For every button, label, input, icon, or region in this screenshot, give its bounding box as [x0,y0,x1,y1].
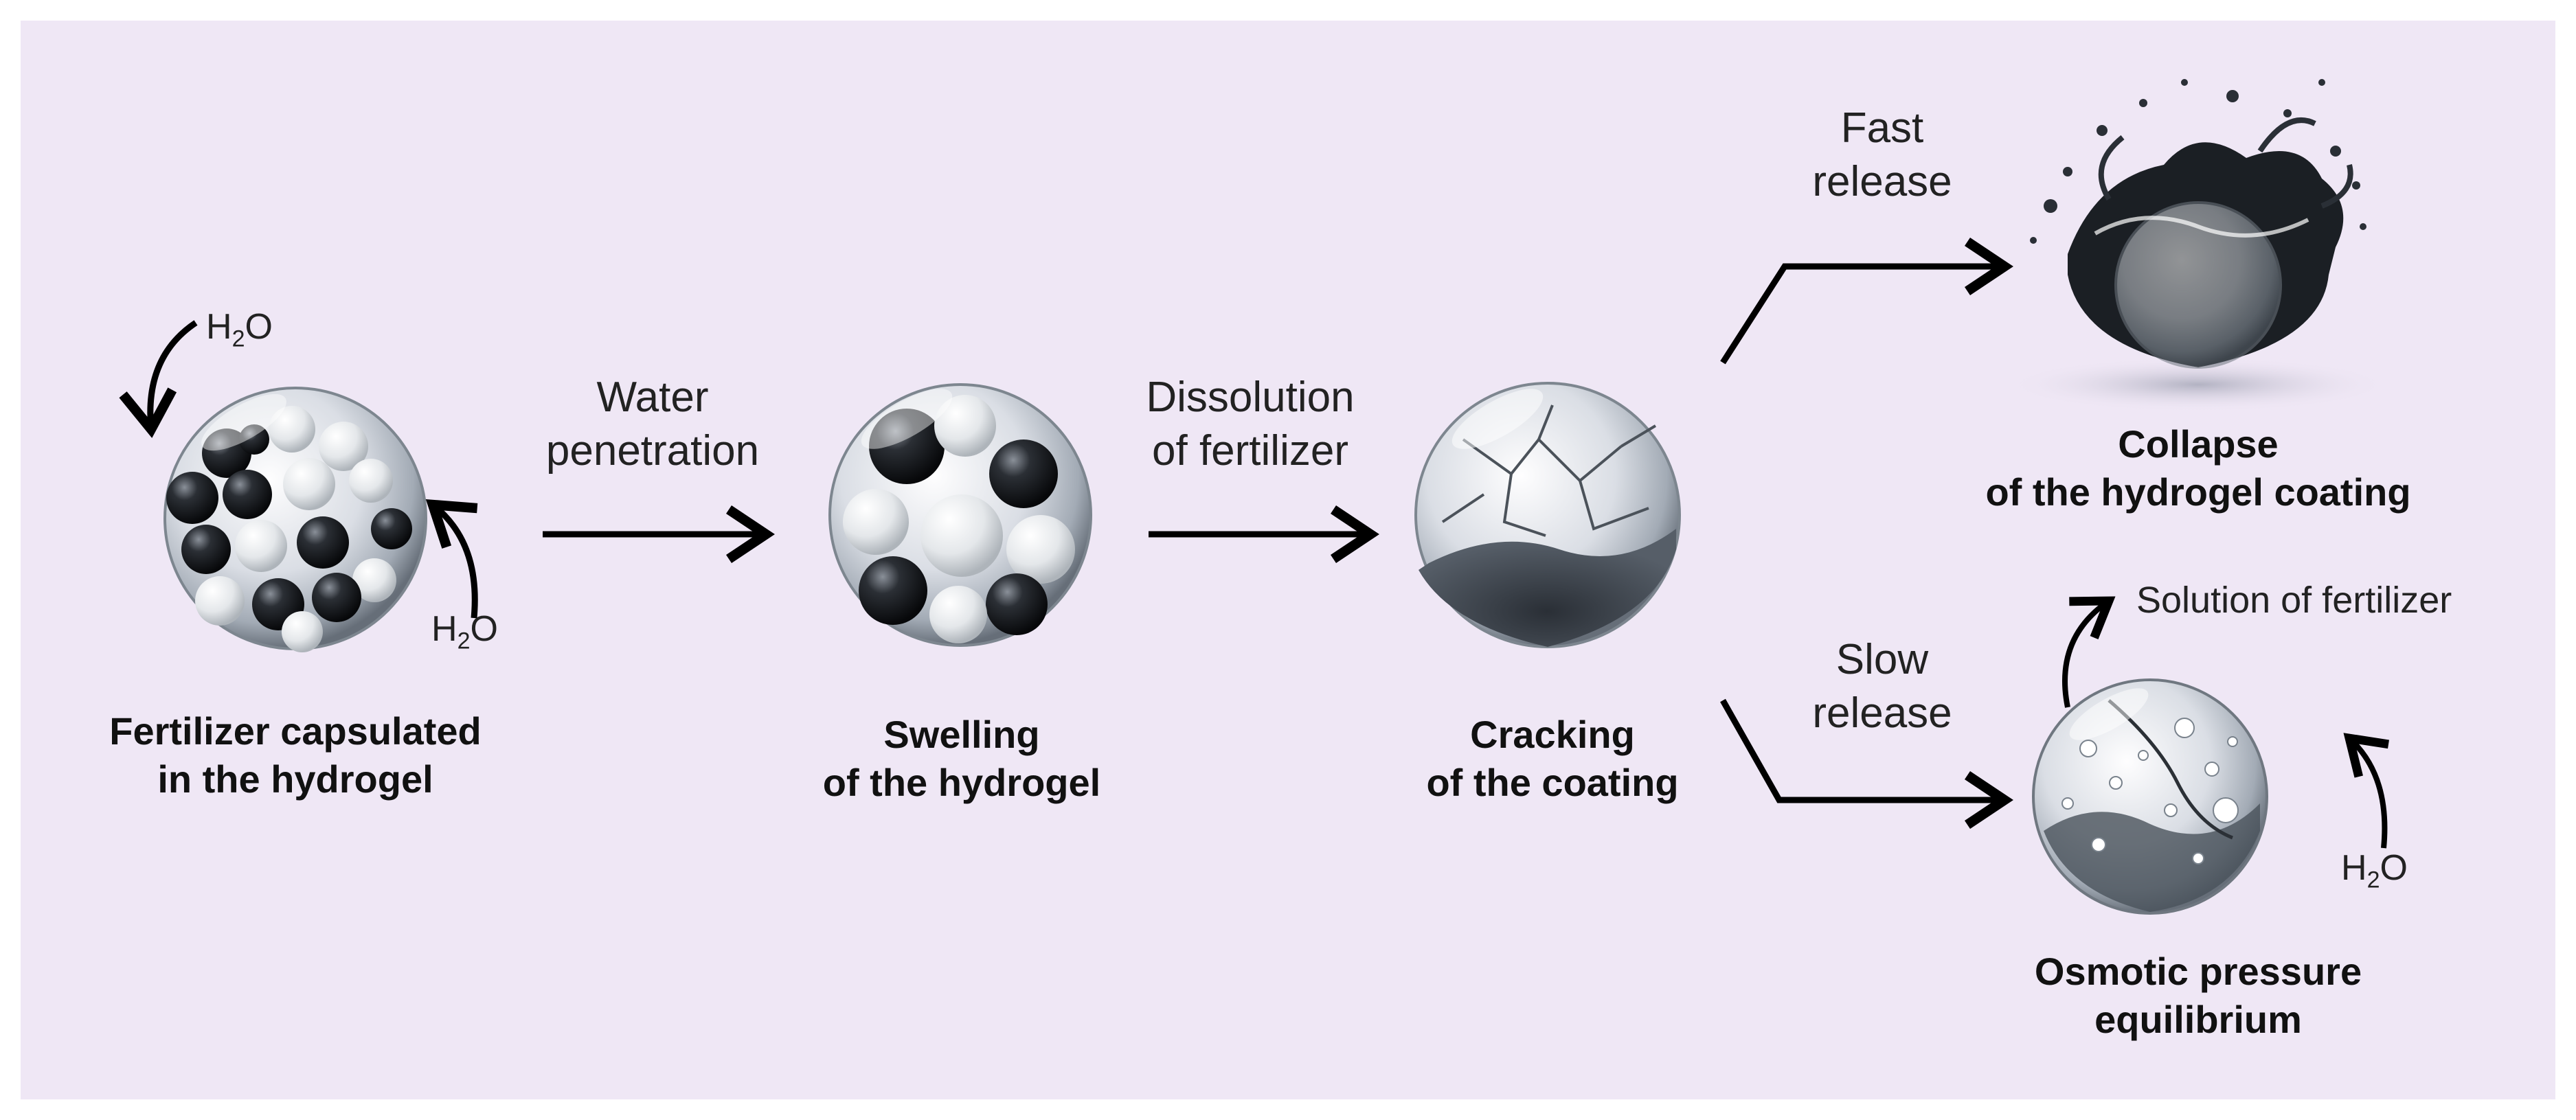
curved-arrow-solution-out [2062,596,2116,708]
h2o-label-bottom: H2O [431,609,498,654]
osmotic-sphere-illustration [2032,678,2268,915]
curved-arrow-h2o-in-bottom [425,499,478,619]
arrow-slow-release [1720,698,2013,829]
swelling-sphere-illustration [828,383,1092,647]
curved-arrow-h2o-in-top [119,320,198,438]
arrow-fast-release [1720,238,2013,365]
solution-of-fertilizer-label: Solution of fertilizer [2136,580,2452,621]
h2o-label-osmotic: H2O [2341,848,2408,893]
h2o-label-top: H2O [206,307,273,352]
curved-arrow-h2o-in-osmotic [2343,733,2389,849]
collapse-sphere-illustration [2006,79,2391,412]
cracking-sphere-illustration [1414,382,1681,648]
capsule-sphere-illustration [163,387,427,652]
